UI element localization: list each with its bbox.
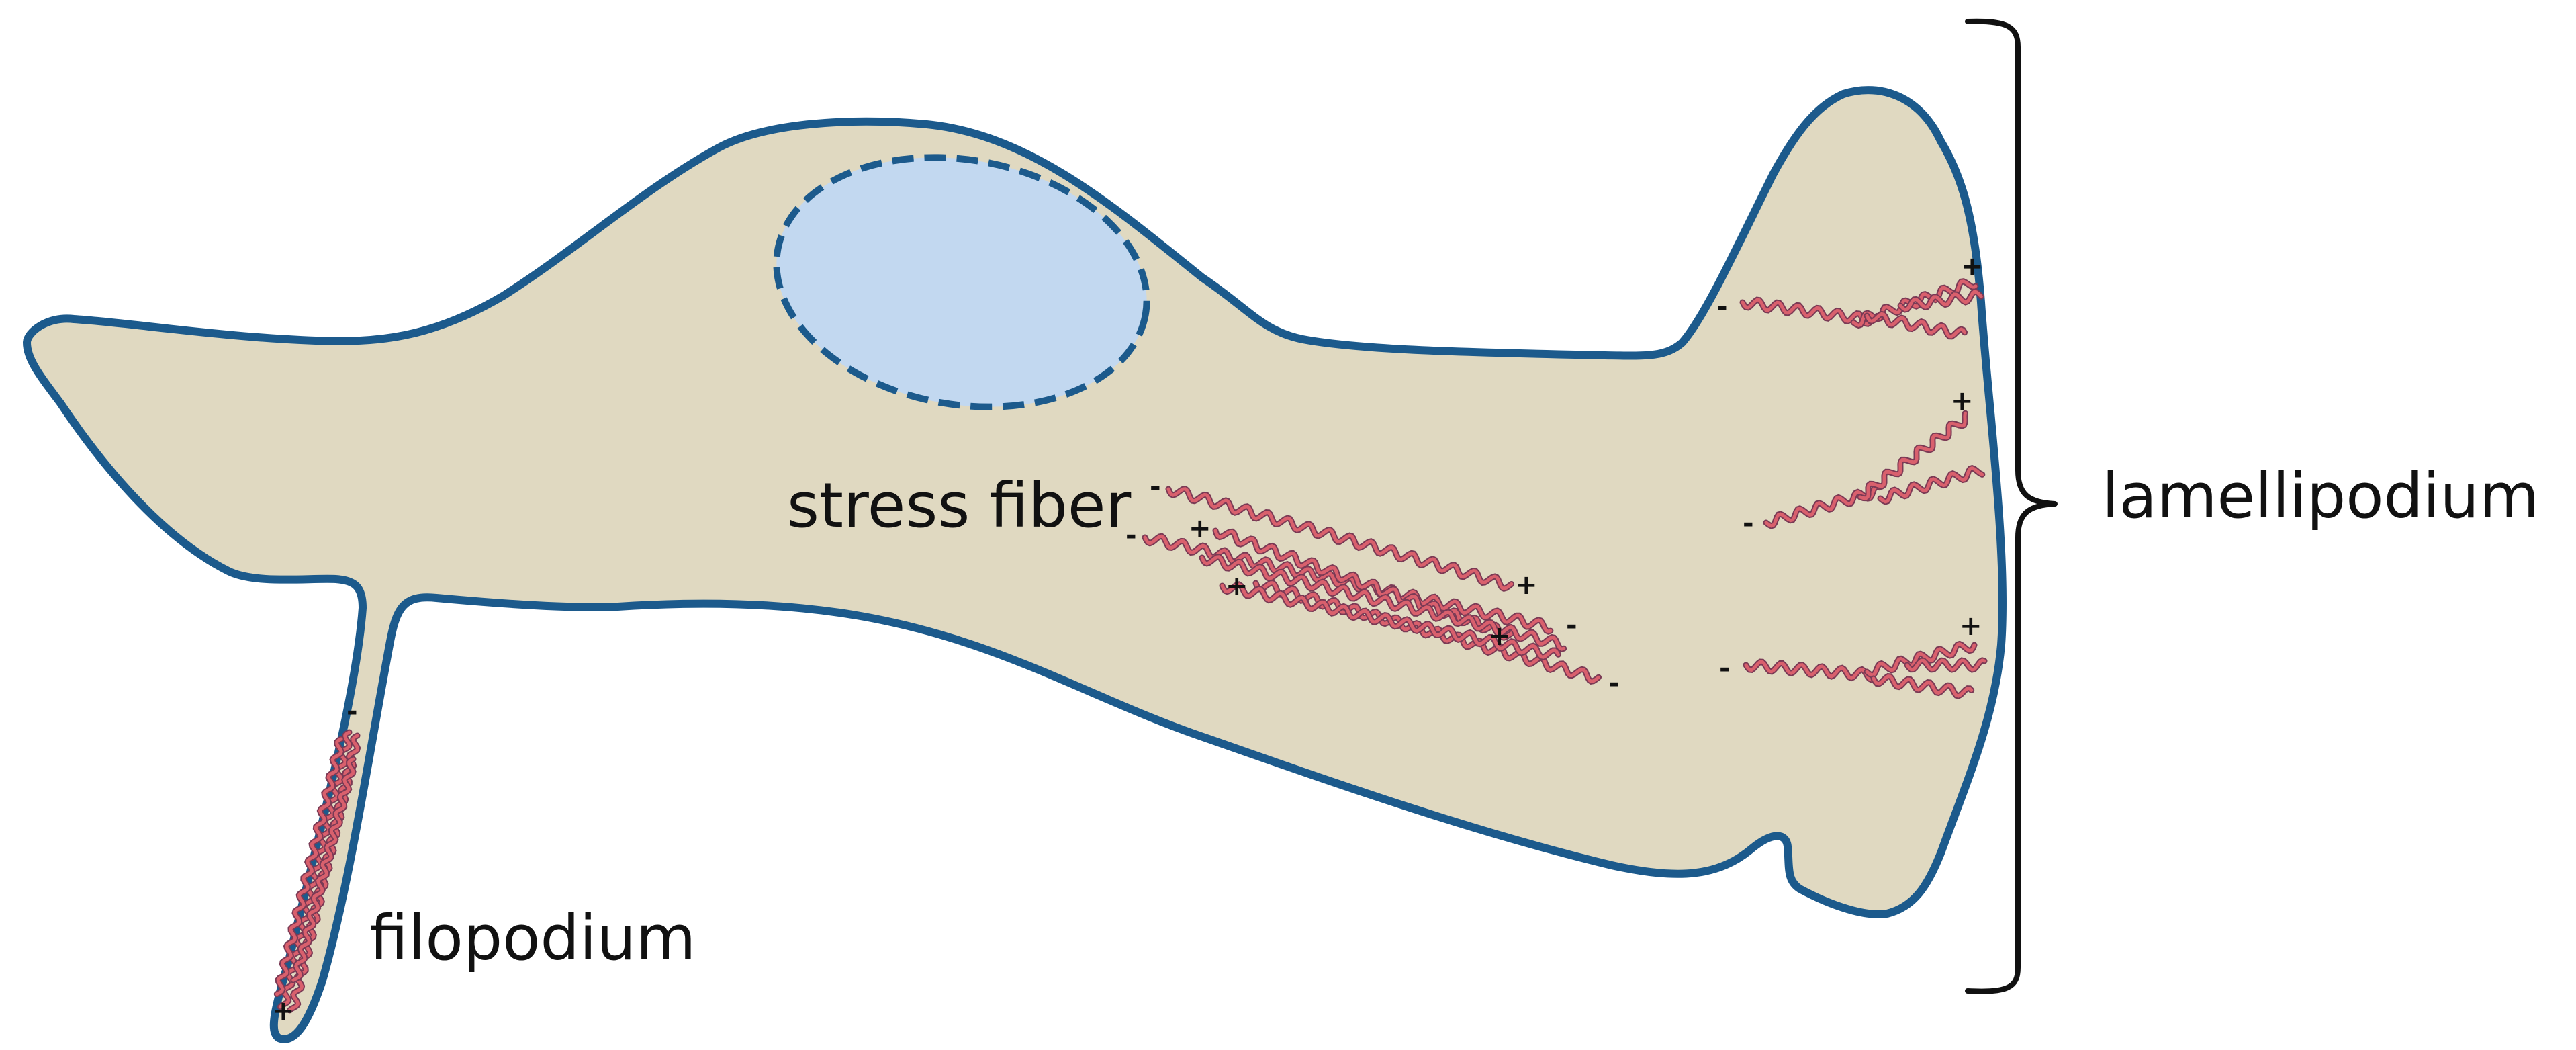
actin-filament [275, 737, 343, 996]
minus-sign: - [1743, 508, 1754, 539]
plus-sign: + [1189, 513, 1211, 544]
actin-filament [1872, 674, 1974, 698]
plus-sign: + [272, 996, 295, 1026]
actin-filament [1865, 312, 1967, 339]
actin-filament [1741, 298, 1883, 326]
actin-filament [1878, 466, 1984, 504]
actin-filament [1764, 484, 1882, 528]
minus-sign: - [1566, 610, 1577, 641]
plus-sign: + [1951, 386, 1974, 417]
minus-sign: - [1608, 668, 1620, 699]
actin-filament [1858, 411, 1967, 500]
filopodium-label: filopodium [369, 902, 696, 974]
minus-sign: - [347, 696, 358, 727]
minus-sign: - [1150, 472, 1161, 502]
nucleus [773, 154, 1150, 410]
actin-filament [1744, 660, 1876, 682]
actin-filaments [273, 278, 1988, 1014]
actin-filament [291, 757, 355, 982]
plus-sign: + [1961, 251, 1984, 282]
actin-filament [1898, 290, 1983, 312]
minus-sign: - [1716, 292, 1728, 322]
lamellipodium-bracket [1965, 18, 2058, 994]
actin-filament [1166, 487, 1514, 590]
actin-filament [1865, 642, 1976, 677]
plus-sign: + [1515, 570, 1538, 601]
minus-sign: - [1719, 653, 1731, 684]
actin-filament [1220, 582, 1560, 659]
stress-fiber-label: stress fiber [787, 470, 1131, 541]
polarity-signs: - + - - + + + + - - - + + - + - [272, 251, 1984, 1026]
actin-filament [1200, 555, 1566, 651]
plus-sign: + [1960, 611, 1982, 642]
minus-sign: - [1125, 520, 1137, 551]
plus-sign: + [1226, 571, 1248, 602]
lamellipodium-label: lamellipodium [2102, 460, 2539, 532]
actin-filament [1905, 658, 1986, 672]
actin-filament [287, 734, 360, 1012]
plus-sign: + [1488, 621, 1511, 652]
